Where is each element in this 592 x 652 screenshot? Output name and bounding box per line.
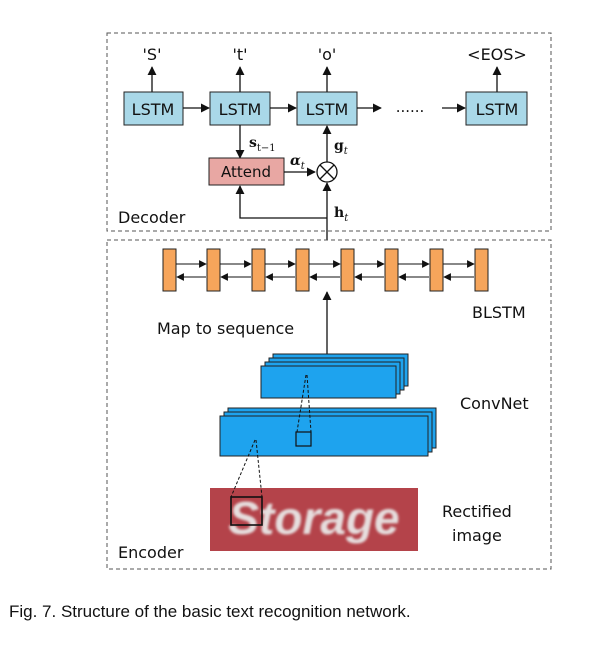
receptive-box-conv xyxy=(295,431,312,447)
output-label-2: 't' xyxy=(232,45,247,64)
lstm-label: LSTM xyxy=(219,100,262,119)
output-label-1: 'S' xyxy=(143,45,162,64)
blstm-unit xyxy=(206,248,221,292)
alpha-label: αt xyxy=(290,153,306,172)
rectified-image: Storage xyxy=(210,488,418,551)
lstm-cell-3: LSTM xyxy=(296,91,358,126)
lstm-label: LSTM xyxy=(132,100,175,119)
figure-caption: Fig. 7. Structure of the basic text reco… xyxy=(9,602,411,621)
output-label-3: 'o' xyxy=(318,45,337,64)
lstm-cell-1: LSTM xyxy=(123,91,184,126)
ellipsis: ...... xyxy=(396,98,425,116)
receptive-box-image xyxy=(230,496,263,526)
image-text: Storage xyxy=(228,492,399,544)
attend-label: Attend xyxy=(221,163,271,181)
receptive-line xyxy=(255,439,263,498)
blstm-unit xyxy=(474,248,489,292)
receptive-line xyxy=(230,439,256,498)
map-to-sequence-label: Map to sequence xyxy=(157,319,294,338)
encoder-label: Encoder xyxy=(118,543,184,562)
convnet-upper-stack xyxy=(260,353,409,399)
multiply-node xyxy=(316,161,338,183)
blstm-label: BLSTM xyxy=(472,303,526,322)
h-label: ht xyxy=(334,205,349,224)
rectified-label-line2: image xyxy=(452,526,502,545)
lstm-cell-2: LSTM xyxy=(209,91,271,126)
decoder-label: Decoder xyxy=(118,208,186,227)
blstm-unit xyxy=(384,248,399,292)
convnet-lower-stack xyxy=(219,407,437,457)
encoder-frame xyxy=(106,239,552,570)
decoder-frame xyxy=(106,32,552,232)
lstm-cell-last: LSTM xyxy=(465,91,528,126)
blstm-unit xyxy=(429,248,444,292)
rectified-label-line1: Rectified xyxy=(442,502,512,521)
s-label: st−1 xyxy=(249,135,276,154)
attend-block: Attend xyxy=(208,157,285,186)
blstm-unit xyxy=(162,248,177,292)
blstm-unit xyxy=(251,248,266,292)
h-to-attend-arrow xyxy=(235,185,327,219)
lstm-label: LSTM xyxy=(476,100,519,119)
lstm-label: LSTM xyxy=(306,100,349,119)
receptive-line xyxy=(306,374,312,433)
blstm-layer xyxy=(162,248,489,292)
g-label: gt xyxy=(334,138,349,157)
convnet-label: ConvNet xyxy=(460,394,529,413)
output-label-eos: <EOS> xyxy=(467,45,527,64)
blstm-unit xyxy=(295,248,310,292)
blstm-unit xyxy=(340,248,355,292)
